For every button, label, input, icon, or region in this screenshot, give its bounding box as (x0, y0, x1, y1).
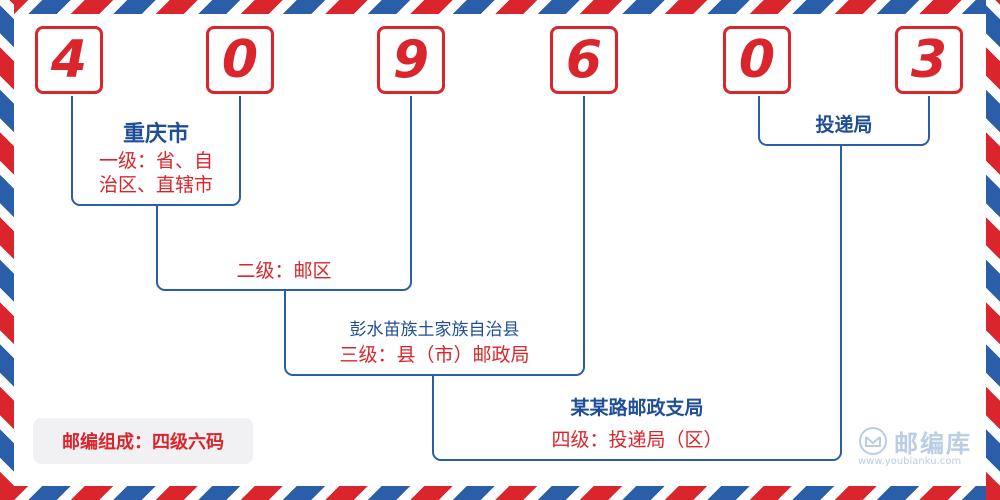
postal-digit-1: 4 (35, 26, 103, 94)
level4-place: 某某路邮政支局 (570, 397, 704, 419)
postal-digit-2: 0 (206, 26, 274, 94)
bracket-level3 (284, 96, 585, 376)
postal-digit-3: 9 (377, 26, 445, 94)
delivery-label: 投递局 (815, 114, 873, 136)
level1-place: 重庆市 (122, 121, 189, 147)
logo-url: www.youbianku.com (858, 456, 962, 467)
composition-summary: 邮编组成：四级六码 (33, 418, 253, 464)
level1-desc-line1: 一级：省、自 (98, 150, 213, 172)
level2-desc: 二级：邮区 (236, 260, 332, 282)
logo-name: 邮编库 (894, 430, 972, 458)
postal-digit-5: 0 (723, 26, 791, 94)
bracket-level4 (432, 145, 842, 461)
airmail-border-top (0, 0, 1000, 14)
postal-digit-6: 3 (895, 26, 963, 94)
envelope-icon (859, 427, 887, 455)
airmail-border-bottom (0, 486, 1000, 500)
level3-desc: 三级：县（市）邮政局 (339, 344, 530, 366)
airmail-border-right (986, 0, 1000, 500)
postal-digit-4: 6 (550, 26, 618, 94)
bracket-delivery (758, 96, 930, 146)
youbianku-logo: 邮编库 www.youbianku.com (858, 424, 988, 470)
airmail-border-left (0, 0, 14, 500)
level1-desc-line2: 治区、直辖市 (98, 174, 213, 196)
level4-desc: 四级：投递局（区） (551, 429, 723, 451)
level3-place: 彭水苗族土家族自治县 (349, 320, 520, 340)
